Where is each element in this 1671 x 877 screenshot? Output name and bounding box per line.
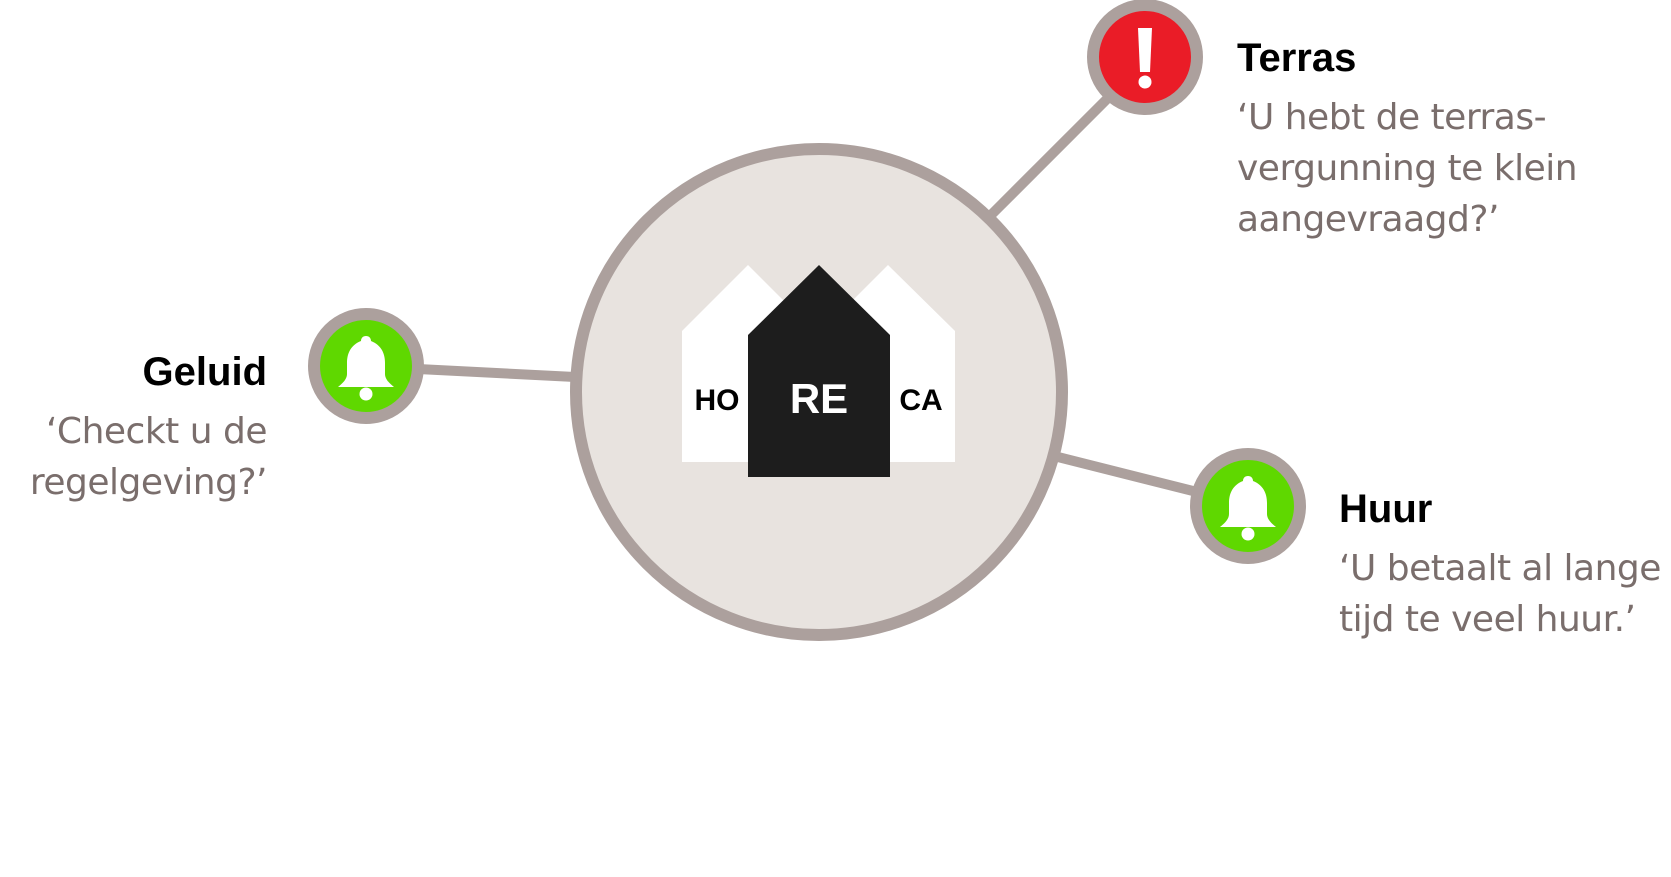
- exclamation-icon: [1138, 28, 1152, 89]
- label-geluid: Geluid ‘Checkt u de regelgeving?’: [29, 350, 268, 508]
- label-huur-line: ‘U betaalt al lange: [1339, 548, 1661, 589]
- label-geluid-line: ‘Checkt u de: [45, 411, 268, 452]
- label-huur: Huur ‘U betaalt al lange tijd te veel hu…: [1339, 489, 1661, 645]
- label-terras-line: aangevraagd?’: [1237, 199, 1499, 240]
- label-huur-title: Huur: [1339, 487, 1433, 531]
- label-terras-line: ‘U hebt de terras-: [1237, 97, 1547, 138]
- bell-icon: [1220, 476, 1276, 541]
- label-geluid-title: Geluid: [142, 350, 267, 394]
- bell-icon: [338, 336, 394, 401]
- hub-tag-center: RE: [790, 375, 848, 422]
- hub-tag-right: CA: [899, 384, 942, 417]
- label-geluid-line: regelgeving?’: [29, 462, 268, 503]
- node-huur[interactable]: [1190, 448, 1306, 564]
- connector-terras: [985, 84, 1122, 221]
- hub: HO RE CA: [570, 143, 1068, 641]
- node-terras[interactable]: [1087, 0, 1203, 115]
- connector-geluid: [417, 364, 576, 382]
- node-geluid[interactable]: [308, 308, 424, 424]
- label-terras: Terras ‘U hebt de terras- vergunning te …: [1237, 36, 1578, 245]
- label-terras-line: vergunning te klein: [1237, 148, 1578, 189]
- house-center: [748, 265, 890, 477]
- hub-tag-left: HO: [695, 384, 740, 417]
- label-terras-title: Terras: [1237, 36, 1357, 80]
- connector-huur: [1048, 450, 1199, 497]
- label-huur-line: tijd te veel huur.’: [1339, 599, 1636, 640]
